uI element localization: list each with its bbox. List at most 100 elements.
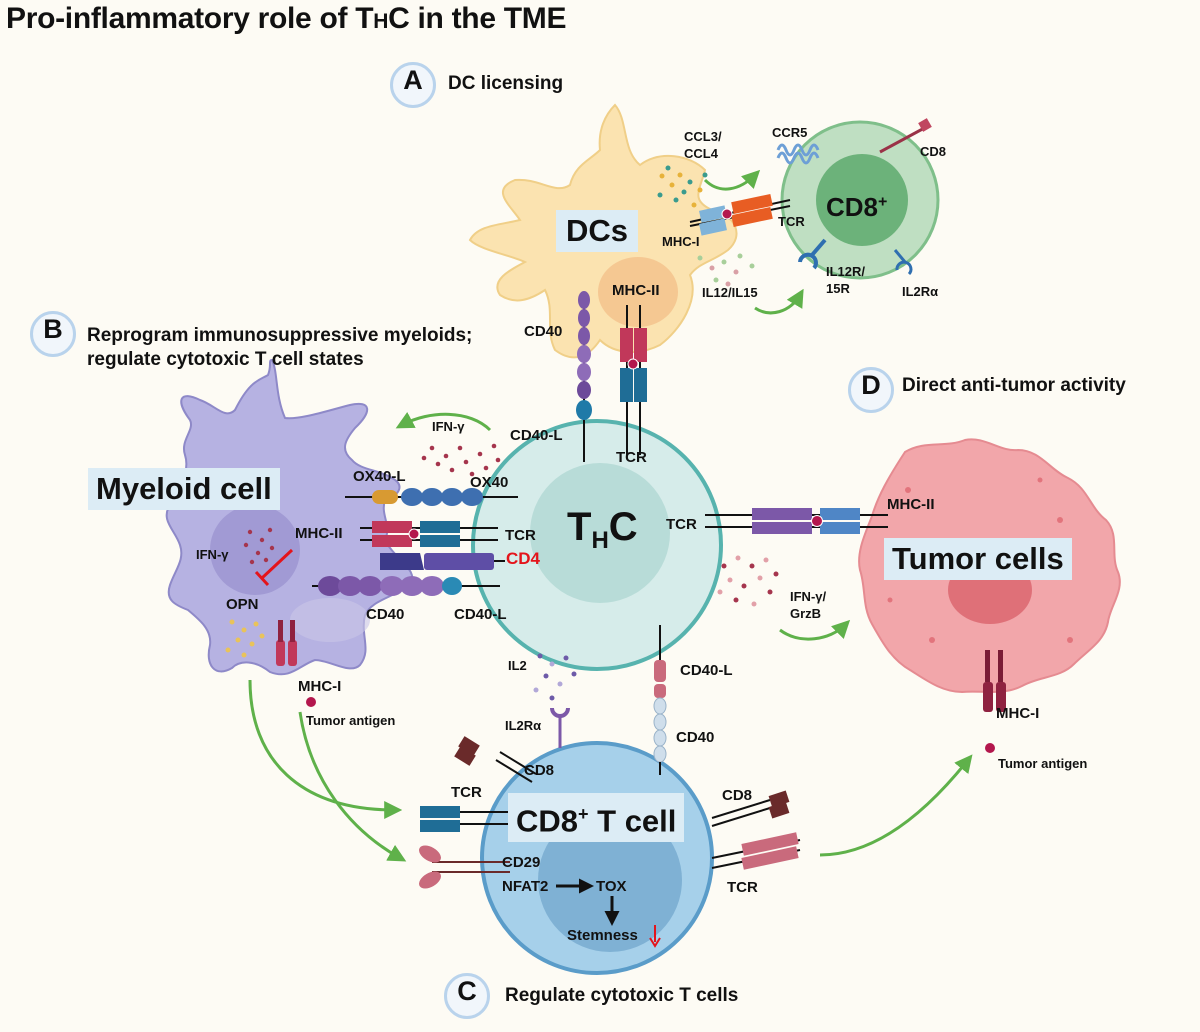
il2ra-receptor-bottom	[550, 707, 570, 748]
label-ifng-grzb-2: GrzB	[790, 606, 822, 621]
cd8-tcell-main: CD8	[516, 803, 579, 839]
label-tcr-top: TCR	[616, 449, 647, 466]
badge-d: D	[848, 367, 894, 413]
cd8-cell-top	[776, 118, 940, 280]
label-nfat2: NFAT2	[502, 878, 549, 895]
label-ox40: OX40	[470, 474, 509, 491]
ox40-complex	[345, 488, 518, 506]
label-stemness: Stemness	[567, 927, 638, 944]
section-a-heading: DC licensing	[448, 73, 564, 94]
cd29-receptor	[419, 845, 510, 889]
label-ifng-top: IFN-γ	[432, 419, 465, 434]
label-cd8-bottom-left: CD8	[524, 762, 555, 779]
cell-name-dcs: DCs	[556, 210, 639, 252]
cd40l-cd40-bottom	[653, 625, 667, 775]
label-il2: IL2	[508, 658, 527, 673]
label-mhc1-tumor: MHC-I	[996, 705, 1040, 722]
label-cd40l-top: CD40-L	[510, 427, 563, 444]
ifng-grzb-dots	[717, 555, 779, 607]
thc-suffix: C	[608, 505, 638, 549]
tcr-bottom-right	[711, 832, 801, 870]
label-il2ra-bottom: IL2Rα	[505, 718, 542, 733]
mhc2-tcr-complex-tumor	[705, 508, 888, 534]
section-b-heading-line2: regulate cytotoxic T cell states	[87, 349, 364, 370]
label-tcr-tumor: TCR	[666, 516, 697, 533]
label-tcr-myeloid: TCR	[505, 527, 536, 544]
label-mhc1-dc: MHC-I	[662, 234, 700, 249]
label-cd8-top: CD8	[920, 144, 947, 159]
label-ccl-2: CCL4	[684, 146, 718, 161]
cd8-top-main: CD8	[826, 192, 879, 222]
label-cd40l-bottom: CD40-L	[680, 662, 733, 679]
mhc2-tcr-complex-myeloid	[360, 521, 498, 547]
inhibition-mark	[254, 548, 294, 587]
section-c-heading: Regulate cytotoxic T cells	[505, 985, 739, 1006]
thc-main: T	[567, 505, 592, 549]
label-cd40-top: CD40	[524, 323, 563, 340]
label-cd29: CD29	[502, 854, 541, 871]
label-mhc1-myeloid: MHC-I	[298, 678, 342, 695]
cd8-tcell-suffix: T cell	[588, 803, 677, 839]
cell-name-myeloid: Myeloid cell	[88, 468, 280, 510]
page-title: Pro-inflammatory role of THC in the TME	[6, 2, 566, 36]
ifng-dots-myeloid	[243, 527, 275, 565]
section-d-heading: Direct anti-tumor activity	[902, 375, 1126, 396]
mhc2-tcr-complex-dc	[620, 305, 647, 455]
label-mhc2-dc: MHC-II	[612, 282, 660, 299]
label-opn: OPN	[226, 596, 259, 613]
label-mhc2-myeloid: MHC-II	[295, 525, 343, 542]
tcr-bottom-left	[420, 806, 510, 832]
badge-c: C	[444, 973, 490, 1019]
tumor-mhc1	[983, 650, 1006, 753]
thc-cell	[471, 419, 723, 671]
label-ccr5: CCR5	[772, 125, 808, 140]
label-il12: IL12/IL15	[702, 285, 758, 300]
label-cd4: CD4	[506, 549, 541, 568]
label-ifng-myeloid: IFN-γ	[196, 547, 229, 562]
myeloid-mhc1	[276, 620, 316, 707]
label-ifng-grzb-1: IFN-γ/	[790, 589, 827, 604]
green-arrows	[248, 169, 973, 862]
label-ox40l: OX40-L	[353, 468, 406, 485]
label-cd8-bottom-right: CD8	[722, 787, 753, 804]
label-tcr-bottom-right: TCR	[727, 879, 758, 896]
label-tcr-bottom-left: TCR	[451, 784, 482, 801]
il12-cytokine-dots	[697, 253, 755, 287]
thc-sub: H	[591, 527, 609, 554]
label-tumor-antigen-tumor: Tumor antigen	[998, 756, 1088, 771]
dc-cd8-tcr-complex	[689, 193, 791, 236]
label-tox: TOX	[596, 878, 627, 895]
opn-dots	[225, 619, 265, 658]
cd8-tcell-sup: +	[578, 804, 589, 824]
il2-dots	[533, 653, 577, 701]
pathway-arrows	[556, 878, 661, 948]
section-b-heading-line1: Reprogram immunosuppressive myeloids;	[87, 325, 473, 346]
cell-name-tumor: Tumor cells	[884, 538, 1072, 580]
label-cd40-bottom: CD40	[676, 729, 715, 746]
title-suffix: C in the TME	[388, 2, 567, 35]
badge-b: B	[30, 311, 76, 357]
cell-name-thc: THC	[567, 505, 638, 555]
label-il2ra-top: IL2Rα	[902, 284, 939, 299]
cd8-top-sup: +	[878, 193, 888, 211]
ifng-dots-thc	[421, 443, 501, 477]
label-tumor-antigen-myeloid: Tumor antigen	[306, 713, 396, 728]
label-mhc2-tumor: MHC-II	[887, 496, 935, 513]
badge-a: A	[390, 62, 436, 108]
cd40-cd40l-myeloid	[312, 576, 500, 596]
cd8-receptors-bottom	[454, 736, 790, 827]
label-tcr-dc: TCR	[778, 214, 805, 229]
label-il12r-2: 15R	[826, 281, 850, 296]
cell-name-cd8-top: CD8+	[826, 192, 887, 223]
title-prefix: Pro-inflammatory role of T	[6, 2, 374, 35]
title-subscript: H	[373, 10, 389, 33]
cd4-molecule	[380, 553, 505, 570]
label-ccl-1: CCL3/	[684, 129, 722, 144]
label-cd40l-myeloid: CD40-L	[454, 606, 507, 623]
label-cd40-myeloid: CD40	[366, 606, 405, 623]
cd40-cd40l-dc	[576, 291, 592, 462]
myeloid-cell	[165, 358, 414, 676]
label-il12r-1: IL12R/	[826, 264, 866, 279]
cell-name-cd8-t-cell: CD8+ T cell	[508, 793, 685, 843]
